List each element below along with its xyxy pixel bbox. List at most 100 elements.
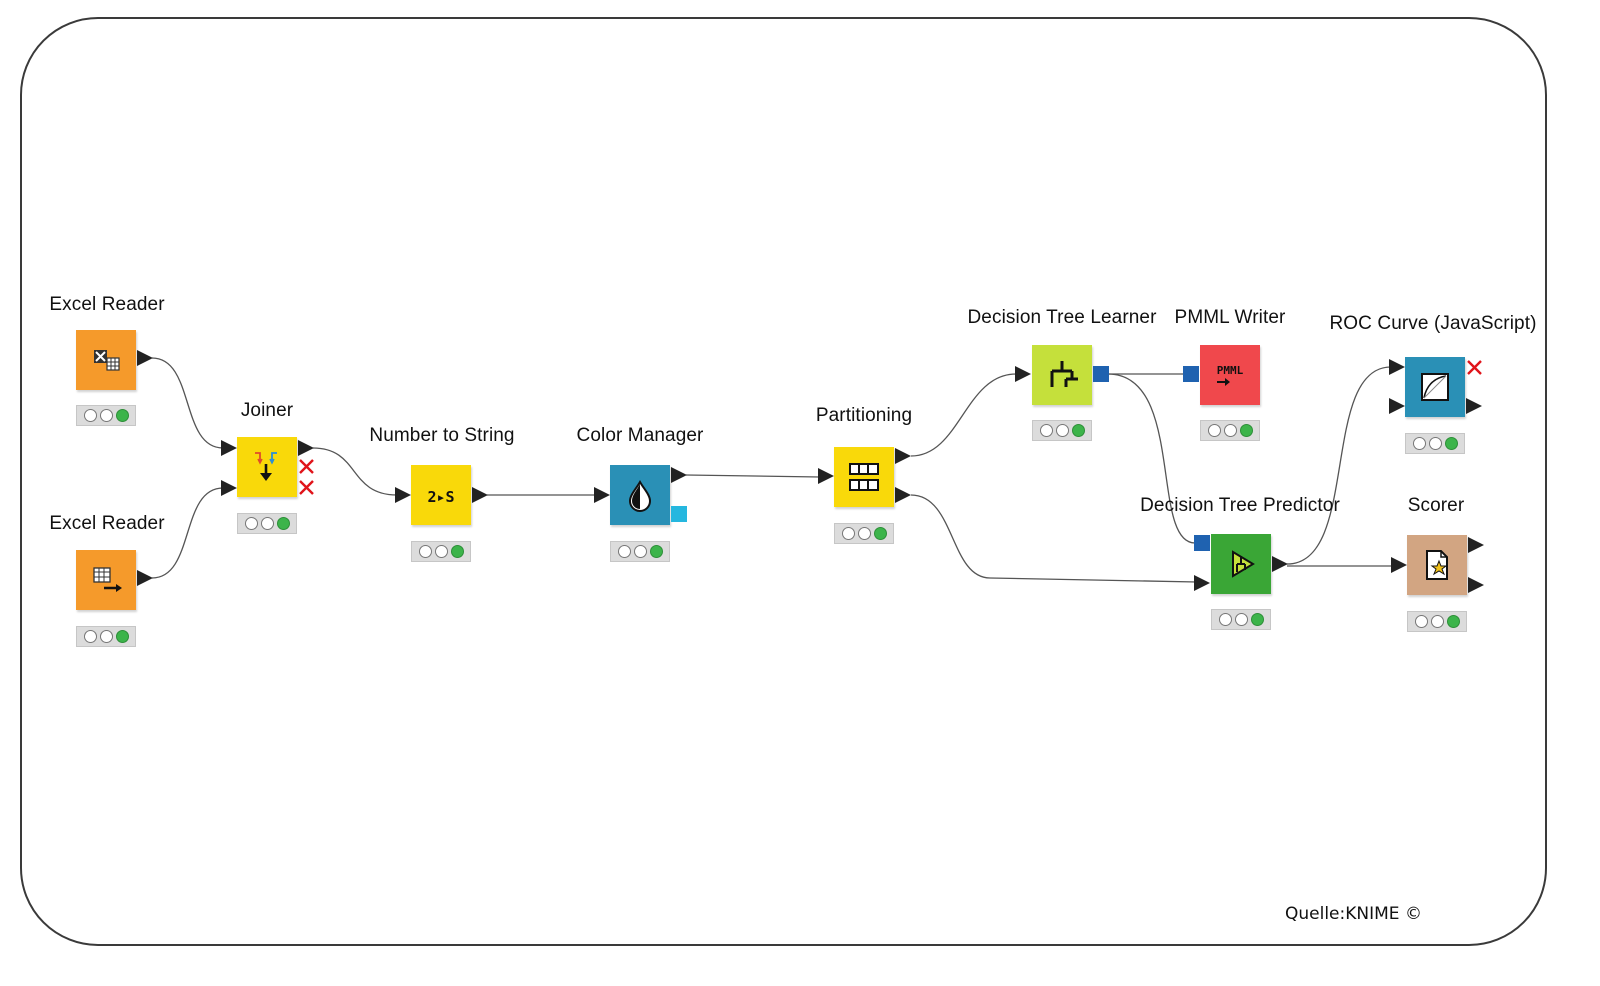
light-red <box>1218 613 1232 626</box>
icon-text: 2▸S <box>427 488 454 506</box>
node-label: Excel Reader <box>49 513 165 534</box>
light-green <box>450 545 464 558</box>
output-port-icon[interactable] <box>1466 398 1483 415</box>
light-green <box>1444 437 1458 450</box>
input-port-icon[interactable] <box>1389 398 1406 415</box>
node-label: Decision Tree Predictor <box>1140 495 1340 516</box>
output-port-icon[interactable] <box>472 487 489 504</box>
light-red <box>418 545 432 558</box>
node-label: Number to String <box>369 425 515 446</box>
light-yellow <box>1223 424 1237 437</box>
node-label: Partitioning <box>815 405 913 426</box>
pmml-icon: PMML <box>1217 364 1244 386</box>
node-label: Scorer <box>1407 495 1465 516</box>
input-port-icon[interactable] <box>1389 359 1406 376</box>
node-icon-box[interactable] <box>610 465 670 525</box>
node-icon-box[interactable] <box>1032 345 1092 405</box>
output-port-icon[interactable] <box>1468 537 1485 554</box>
light-green <box>1239 424 1253 437</box>
inactive-port-icon[interactable] <box>1466 359 1483 376</box>
light-red <box>1207 424 1221 437</box>
model-port-icon[interactable] <box>1183 366 1200 383</box>
model-port-icon[interactable] <box>1093 366 1110 383</box>
connection-excel2-joiner <box>151 487 224 579</box>
output-port-icon[interactable] <box>137 570 154 587</box>
inactive-port-icon[interactable] <box>298 479 315 496</box>
status-traffic-light <box>76 626 136 647</box>
excel-table-icon <box>94 350 120 371</box>
output-port-icon[interactable] <box>895 448 912 465</box>
output-port-icon[interactable] <box>298 440 315 457</box>
input-port-icon[interactable] <box>818 468 835 485</box>
status-traffic-light <box>1032 420 1092 441</box>
node-icon-box[interactable] <box>1211 534 1271 594</box>
partition-grid-icon <box>849 463 879 491</box>
input-port-icon[interactable] <box>594 487 611 504</box>
input-port-icon[interactable] <box>1194 575 1211 592</box>
connection-excel1-joiner <box>151 357 224 449</box>
color-model-port-icon[interactable] <box>671 506 688 523</box>
node-label: PMML Writer <box>1174 307 1286 328</box>
light-yellow <box>1430 615 1444 628</box>
light-red <box>83 409 97 422</box>
light-yellow <box>99 409 113 422</box>
light-red <box>244 517 258 530</box>
light-yellow <box>99 630 113 643</box>
input-port-icon[interactable] <box>221 480 238 497</box>
status-traffic-light <box>834 523 894 544</box>
status-traffic-light <box>411 541 471 562</box>
status-traffic-light <box>610 541 670 562</box>
model-port-icon[interactable] <box>1194 535 1211 552</box>
node-label: Excel Reader <box>49 294 165 315</box>
status-traffic-light <box>1407 611 1467 632</box>
inactive-port-icon[interactable] <box>298 458 315 475</box>
light-red <box>1414 615 1428 628</box>
output-port-icon[interactable] <box>895 487 912 504</box>
source-credit: Quelle:KNIME © <box>1285 904 1422 924</box>
node-icon-box[interactable]: PMML <box>1200 345 1260 405</box>
roc-curve-icon <box>1421 373 1449 401</box>
light-yellow <box>633 545 647 558</box>
scorer-icon <box>1426 550 1448 580</box>
node-icon-box[interactable] <box>76 330 136 390</box>
table-arrow-icon <box>93 567 122 592</box>
connection-learner-predictor <box>1107 373 1196 544</box>
node-label: ROC Curve (JavaScript) <box>1329 313 1537 334</box>
status-traffic-light <box>1211 609 1271 630</box>
node-icon-box[interactable] <box>1405 357 1465 417</box>
light-red <box>841 527 855 540</box>
light-red <box>617 545 631 558</box>
output-port-icon[interactable] <box>1272 556 1289 573</box>
number-to-string-icon: 2▸S <box>427 488 454 506</box>
output-port-icon[interactable] <box>1468 577 1485 594</box>
status-traffic-light <box>76 405 136 426</box>
light-yellow <box>1234 613 1248 626</box>
node-icon-box[interactable] <box>1407 535 1467 595</box>
light-green <box>276 517 290 530</box>
connection-joiner-number-to-string <box>312 447 398 496</box>
input-port-icon[interactable] <box>395 487 412 504</box>
node-icon-box[interactable]: 2▸S <box>411 465 471 525</box>
node-icon-box[interactable] <box>834 447 894 507</box>
light-red <box>1039 424 1053 437</box>
input-port-icon[interactable] <box>1391 557 1408 574</box>
node-icon-box[interactable] <box>237 437 297 497</box>
node-label: Color Manager <box>576 425 704 446</box>
light-green <box>1071 424 1085 437</box>
light-yellow <box>434 545 448 558</box>
light-green <box>1446 615 1460 628</box>
input-port-icon[interactable] <box>221 440 238 457</box>
input-port-icon[interactable] <box>1015 366 1032 383</box>
connection-color-manager-partitioning <box>685 474 821 478</box>
light-yellow <box>1055 424 1069 437</box>
light-yellow <box>260 517 274 530</box>
light-green <box>649 545 663 558</box>
node-icon-box[interactable] <box>76 550 136 610</box>
status-traffic-light <box>237 513 297 534</box>
output-port-icon[interactable] <box>137 350 154 367</box>
light-green <box>115 630 129 643</box>
output-port-icon[interactable] <box>671 467 688 484</box>
predictor-icon <box>1232 550 1255 578</box>
light-green <box>115 409 129 422</box>
